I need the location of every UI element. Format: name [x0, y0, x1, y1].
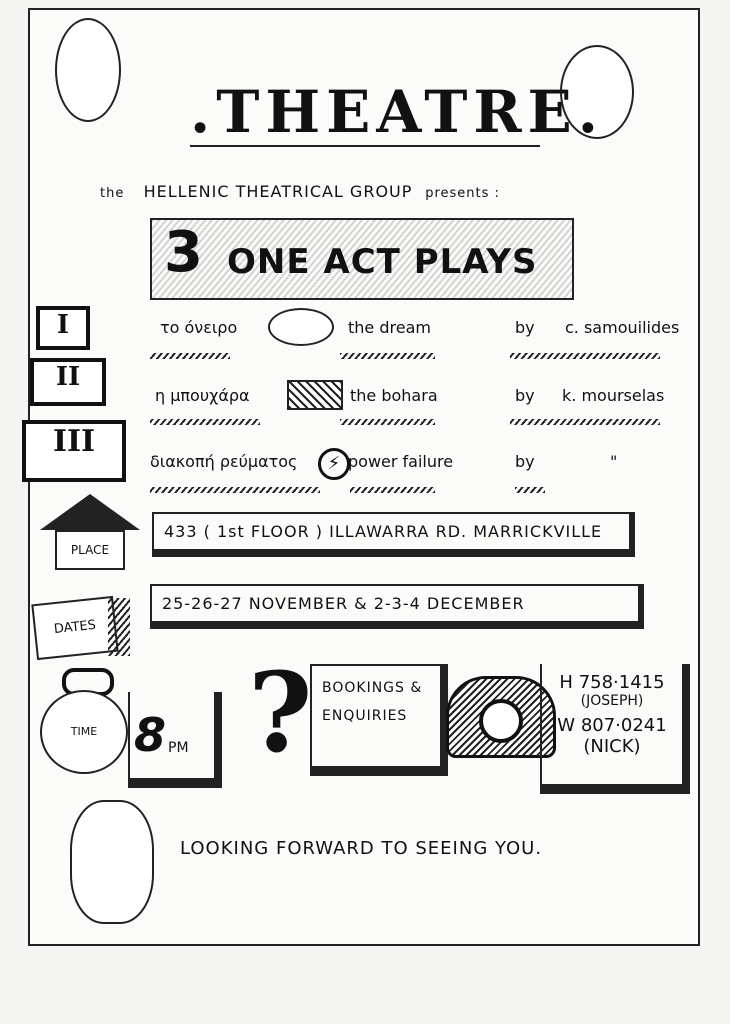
contact-number: 758·1415 [578, 672, 665, 693]
play-2-english: the bohara [350, 386, 438, 405]
contact-number: 807·0241 [580, 715, 667, 736]
dates-box: 25-26-27 NOVEMBER & 2-3-4 DECEMBER [150, 584, 644, 629]
calendar-icon: DATES [31, 595, 119, 661]
underline-hatching [150, 410, 670, 429]
mask-caricature [70, 800, 154, 924]
address-box: 433 ( 1st FLOOR ) ILLAWARRA RD. MARRICKV… [152, 512, 635, 557]
dates-label: DATES [53, 617, 97, 638]
contact-nick: W 807·0241 (NICK) [542, 715, 682, 757]
play-1-by: by [515, 318, 535, 337]
question-mark-icon: ? [248, 648, 313, 777]
headline-number: 3 [164, 220, 203, 285]
bookings-label: BOOKINGS & ENQUIRIES [322, 680, 423, 724]
play-3-author: " [610, 452, 618, 471]
play-3-by: by [515, 452, 535, 471]
bald-man-caricature [55, 18, 121, 122]
calendar-pages [108, 598, 130, 656]
laughing-man-caricature [560, 45, 634, 139]
numeral-3: III [22, 420, 126, 482]
headline-box: 3 ONE ACT PLAYS [150, 218, 574, 300]
play-2-by: by [515, 386, 535, 405]
contact-prefix: W [557, 715, 576, 736]
carpet-icon [287, 380, 343, 410]
bookings-box: BOOKINGS & ENQUIRIES [310, 664, 448, 776]
house-icon [40, 494, 140, 530]
contact-joseph: H 758·1415 (JOSEPH) [542, 672, 682, 709]
contact-prefix: H [559, 672, 573, 693]
dream-faces-icon [268, 308, 334, 346]
telephone-icon [446, 676, 556, 758]
closing-message: LOOKING FORWARD TO SEEING YOU. [180, 838, 543, 859]
play-3-greek: διακοπή ρεύματος [150, 452, 298, 471]
contact-name: (JOSEPH) [580, 693, 644, 709]
play-2-greek: η μπουχάρα [155, 386, 250, 405]
play-3-english: power failure [348, 452, 454, 471]
place-label: PLACE [70, 543, 110, 557]
house-body: PLACE [55, 530, 125, 570]
time-box: 8 PM [128, 692, 222, 788]
stopwatch-icon: TIME [40, 690, 128, 774]
play-1-greek: το όνειρο [160, 318, 238, 337]
time-suffix: PM [168, 740, 189, 756]
underline-hatching [150, 478, 670, 497]
time-value: 8 [134, 708, 167, 762]
numeral-1: I [36, 306, 90, 350]
contact-name: (NICK) [583, 736, 641, 757]
lightning-icon: ⚡ [318, 448, 350, 480]
time-label: TIME [70, 725, 98, 738]
presents-prefix: the [100, 186, 125, 201]
presents-suffix: presents : [425, 186, 500, 201]
play-2-author: k. mourselas [562, 386, 665, 405]
contacts-box: H 758·1415 (JOSEPH) W 807·0241 (NICK) [540, 664, 690, 794]
headline-text: ONE ACT PLAYS [227, 242, 538, 282]
title-underline [190, 145, 540, 147]
group-name: HELLENIC THEATRICAL GROUP [143, 182, 413, 201]
presents-line: the HELLENIC THEATRICAL GROUP presents : [100, 182, 500, 202]
underline-hatching [150, 344, 670, 363]
play-1-author: c. samouilides [565, 318, 680, 337]
numeral-2: II [30, 358, 106, 406]
play-1-english: the dream [348, 318, 431, 337]
poster-title: .THEATRE. [190, 78, 604, 146]
